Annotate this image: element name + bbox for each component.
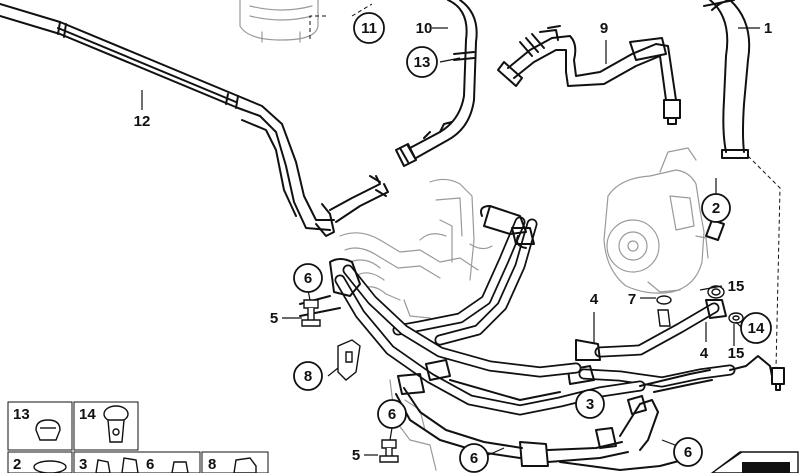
svg-text:4: 4 (700, 345, 709, 362)
svg-text:4: 4 (590, 291, 599, 308)
callout-5-lower: 5 (352, 447, 360, 464)
callout-6-bottom-right: 6 (673, 437, 703, 467)
svg-text:12: 12 (134, 113, 151, 130)
hose-12-cooler-lines (0, 3, 389, 237)
svg-text:15: 15 (728, 345, 745, 362)
legend-box-14: 14 (73, 401, 139, 451)
svg-text:14: 14 (748, 320, 765, 337)
svg-text:6: 6 (684, 444, 692, 461)
svg-text:3: 3 (79, 456, 87, 473)
rings-15 (707, 285, 744, 324)
svg-text:8: 8 (208, 456, 216, 473)
callout-1: 1 (764, 20, 772, 37)
bolt-5-upper (301, 299, 321, 327)
callout-8: 8 (293, 361, 323, 391)
svg-text:5: 5 (352, 447, 360, 464)
reservoir-ghost (239, 0, 319, 43)
svg-text:7: 7 (628, 291, 636, 308)
callout-12: 12 (134, 113, 151, 130)
legend-box-2: 2 (7, 451, 73, 473)
callout-9: 9 (600, 20, 608, 37)
svg-text:6: 6 (146, 456, 154, 473)
svg-text:1: 1 (764, 20, 772, 37)
hose-3-main (392, 205, 538, 346)
hose-2-return (705, 155, 785, 391)
diagram-reference-icon (710, 451, 799, 473)
callout-6-bottom-center: 6 (459, 443, 489, 473)
hose-9 (497, 25, 681, 125)
svg-text:6: 6 (304, 270, 312, 287)
callout-13: 13 (406, 46, 438, 78)
svg-text:11: 11 (361, 20, 377, 37)
svg-text:14: 14 (79, 406, 96, 423)
hose-10 (395, 0, 478, 167)
svg-text:6: 6 (388, 406, 396, 423)
pump-ghost (603, 147, 709, 294)
svg-text:10: 10 (416, 20, 433, 37)
callout-15-upper: 15 (728, 278, 745, 295)
svg-text:5: 5 (270, 310, 278, 327)
bolt-5-lower (379, 439, 399, 463)
svg-text:13: 13 (13, 406, 30, 423)
svg-text:15: 15 (728, 278, 745, 295)
callout-10: 10 (416, 20, 433, 37)
callout-5-upper: 5 (270, 310, 278, 327)
svg-text:2: 2 (712, 200, 720, 217)
svg-text:3: 3 (586, 396, 594, 413)
callout-15-lower: 15 (728, 345, 745, 362)
svg-text:8: 8 (304, 368, 312, 385)
legend-box-3-6: 3 6 (73, 451, 201, 473)
svg-text:13: 13 (414, 54, 431, 71)
hose-lower-main (299, 258, 713, 471)
callout-6-lower-left: 6 (377, 399, 407, 429)
callout-2: 2 (701, 193, 731, 223)
callout-4-upper: 4 (590, 291, 599, 308)
callout-3: 3 (575, 389, 605, 419)
legend-box-8: 8 (201, 451, 269, 473)
svg-text:2: 2 (13, 456, 21, 473)
hose-4-pressure (567, 299, 773, 388)
bracket-8 (337, 339, 361, 381)
callout-6-upper-left: 6 (293, 263, 323, 293)
callout-4-lower: 4 (700, 345, 709, 362)
callout-14: 14 (740, 312, 772, 344)
hose-1 (703, 0, 751, 159)
svg-text:9: 9 (600, 20, 608, 37)
svg-text:6: 6 (470, 450, 478, 467)
legend-box-13: 13 (7, 401, 73, 451)
callout-11: 11 (353, 12, 385, 44)
seal-7 (656, 295, 672, 327)
callout-7: 7 (628, 291, 636, 308)
